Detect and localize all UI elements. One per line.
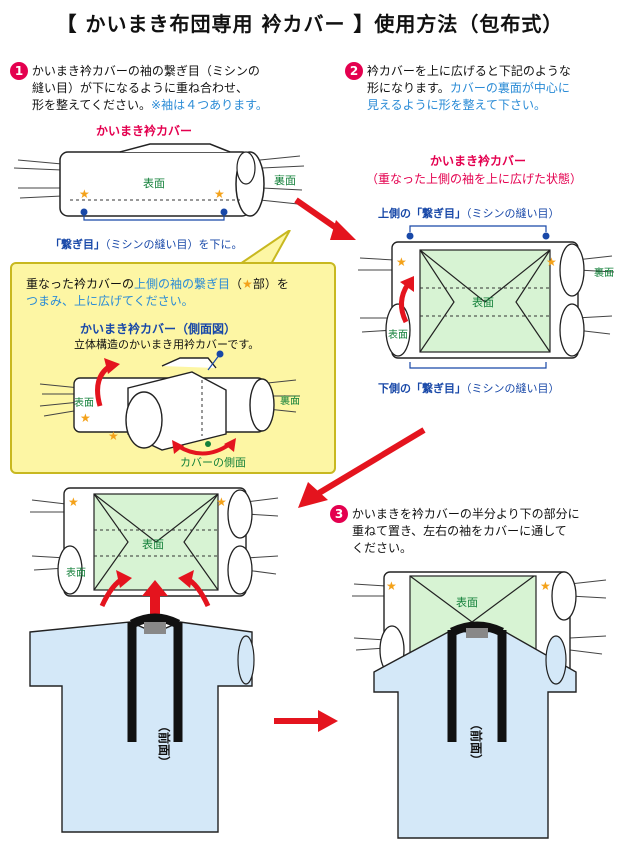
step1-line3b: ※袖は４つあります。	[151, 98, 268, 112]
star-icon: ★	[108, 429, 119, 443]
step2-line2b: カバーの裏面が中心に	[449, 81, 570, 95]
star-icon: ★	[546, 255, 557, 269]
step2-line2a: 形になります。	[367, 81, 450, 95]
callout-line2: つまみ、上に広げてください。	[26, 294, 194, 308]
step2-figure-title: かいまき衿カバー	[430, 154, 527, 168]
step3-front-label: （前面）	[157, 720, 172, 768]
step3-surface-label: 表面	[142, 537, 164, 551]
star-icon: ★	[396, 255, 407, 269]
step2-upper-seam-rest: （ミシンの縫い目）	[466, 207, 560, 220]
step3-left-surface-label: 表面	[66, 566, 86, 579]
step3-after-illustration: ★ ★ 表面 （前面）	[352, 571, 607, 839]
callout-line1d: 部）を	[252, 277, 289, 291]
page-title: 【 かいまき布団専用 衿カバー 】使用方法（包布式）	[56, 12, 564, 36]
flow-arrow-3	[274, 710, 338, 732]
star-icon: ★	[214, 187, 225, 201]
step2-back-label: 裏面	[594, 266, 614, 279]
step2-lower-seam: 下側の「繋ぎ目」（ミシンの縫い目）	[378, 380, 560, 396]
step2-lower-seam-bold: 下側の「繋ぎ目」	[378, 382, 466, 395]
step1-back-label: 裏面	[274, 173, 296, 187]
step1-figure-title: かいまき衿カバー	[96, 124, 193, 138]
flow-arrow-1	[294, 197, 356, 240]
step3-final-front-label: （前面）	[469, 718, 484, 766]
step2-upper-seam-bold: 上側の「繋ぎ目」	[378, 207, 466, 220]
step1-surface-label: 表面	[143, 176, 165, 190]
star-icon: ★	[68, 495, 79, 509]
flow-arrow-2	[298, 427, 426, 508]
callout-side-label: カバーの側面	[180, 456, 246, 469]
star-icon: ★	[386, 579, 397, 593]
step1-seam-note: 「繋ぎ目」（ミシンの縫い目）を下に。	[50, 236, 243, 252]
step1-seam-bold: 「繋ぎ目」	[50, 238, 105, 251]
step3-line2: 重ねて置き、左右の袖をカバーに通して	[352, 524, 567, 538]
star-icon: ★	[242, 277, 253, 291]
step3-before-illustration: ★ ★ 表面 表面 （前面）	[29, 487, 279, 833]
callout-figure-sub: 立体構造のかいまき用衿カバーです。	[74, 338, 260, 351]
callout-back-label: 裏面	[280, 394, 300, 407]
callout-surface-label: 表面	[74, 396, 94, 409]
step2-figure-sub: （重なった上側の袖を上に広げた状態）	[366, 172, 583, 186]
star-icon: ★	[216, 495, 227, 509]
step3-line3: ください。	[352, 541, 413, 555]
step3-text: 3 かいまきを衿カバーの半分より下の部分に 重ねて置き、左右の袖をカバーに通して…	[330, 505, 615, 557]
step2-line1: 衿カバーを上に広げると下記のような	[366, 64, 571, 78]
step2-text: 2 衿カバーを上に広げると下記のような 形になります。カバーの裏面が中心に 見え…	[345, 62, 615, 114]
step1-line1: かいまき衿カバーの袖の繋ぎ目（ミシンの	[31, 64, 260, 78]
step3-number: 3	[330, 505, 348, 523]
step2-number: 2	[345, 62, 363, 80]
step1-line3a: 形を整えてください。	[32, 98, 152, 112]
step2-upper-seam: 上側の「繋ぎ目」（ミシンの縫い目）	[378, 205, 560, 221]
step1-text: 1 かいまき衿カバーの袖の繋ぎ目（ミシンの 縫い目）が下になるように重ね合わせ、…	[10, 62, 310, 114]
star-icon: ★	[80, 411, 91, 425]
step1-seam-rest: （ミシンの縫い目）を下に。	[105, 238, 243, 251]
step2-surface-label: 表面	[472, 295, 494, 309]
step3-line1: かいまきを衿カバーの半分より下の部分に	[351, 507, 580, 521]
star-icon: ★	[79, 187, 90, 201]
step2-left-surface-label: 表面	[388, 328, 408, 341]
step1-line2: 縫い目）が下になるように重ね合わせ、	[32, 81, 249, 95]
step1-cover-illustration: ★ ★ 表面 裏面	[13, 143, 305, 221]
callout-line1a: 重なった衿カバーの	[26, 277, 135, 291]
step3-final-surface-label: 表面	[456, 595, 478, 609]
callout-box: 重なった衿カバーの上側の袖の繋ぎ目（★部）を つまみ、上に広げてください。 かい…	[10, 262, 336, 474]
step1-number: 1	[10, 62, 28, 80]
callout-line1c: （	[230, 277, 243, 291]
callout-side-view: ★ ★ 表面 裏面	[39, 350, 300, 456]
step2-line3: 見えるように形を整えて下さい。	[367, 98, 547, 112]
step2-cover-illustration: ★ ★ 表面 裏面 表面	[358, 225, 615, 369]
callout-line1b: 上側の袖の繋ぎ目	[134, 277, 231, 291]
step2-lower-seam-rest: （ミシンの縫い目）	[466, 382, 560, 395]
star-icon: ★	[540, 579, 551, 593]
callout-figure-title: かいまき衿カバー（側面図）	[80, 322, 237, 336]
